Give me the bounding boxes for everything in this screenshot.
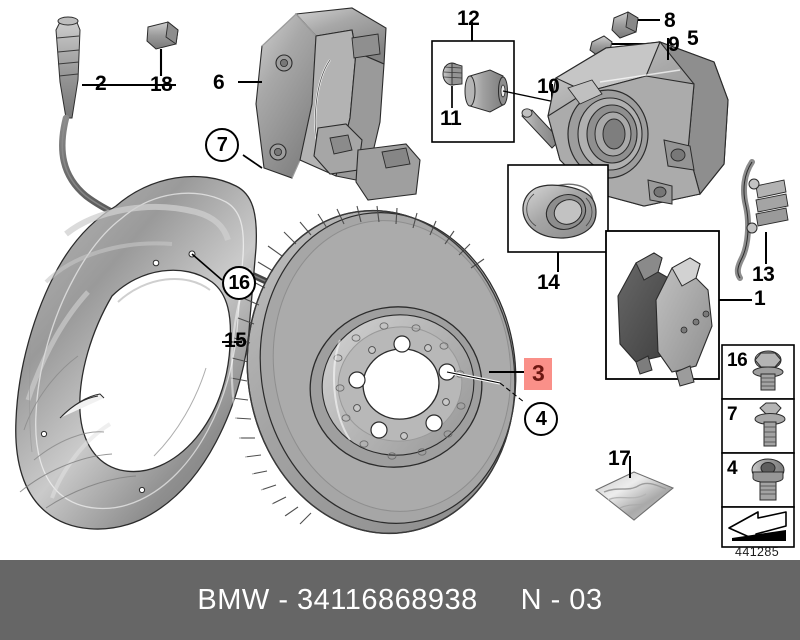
part-caliper-carrier-6 <box>238 7 421 201</box>
callout-11: 11 <box>440 107 462 130</box>
callout-4-circle: 4 <box>524 402 558 436</box>
callout-10: 10 <box>537 75 560 98</box>
callout-17: 17 <box>608 447 631 470</box>
hardware-bolt-16 <box>752 350 784 391</box>
hardware-row-number-4: 4 <box>727 458 738 479</box>
hardware-row-number-16: 16 <box>727 350 748 371</box>
callout-18: 18 <box>150 73 173 96</box>
part-guide-bolt-cap-11 <box>442 62 463 108</box>
callout-8: 8 <box>664 9 676 32</box>
callout-14: 14 <box>537 271 560 294</box>
hardware-bolt-7 <box>754 402 786 447</box>
part-brake-pad-outer <box>655 257 713 387</box>
callout-6: 6 <box>213 71 225 94</box>
part-seal-kit-box-14 <box>507 164 609 272</box>
hardware-bolt-4 <box>751 458 785 501</box>
part-sensor-grommet-18 <box>146 21 179 76</box>
callout-1: 1 <box>754 287 766 310</box>
direction-arrow-icon <box>728 511 787 541</box>
part-dust-shield-15 <box>15 175 258 530</box>
part-retaining-spring-13 <box>734 159 789 281</box>
part-grease-sachet-17 <box>594 456 675 521</box>
disc-vane-ring <box>230 205 485 525</box>
diagram-canvas <box>15 7 795 548</box>
part-bleeder-cap-8 <box>611 11 660 39</box>
part-guide-bolt-kit-box-12 <box>431 22 561 143</box>
part-brake-pad-box-1 <box>605 230 752 387</box>
callout-7-circle: 7 <box>205 128 239 162</box>
callout-2: 2 <box>95 72 107 95</box>
part-piston-seal-ring <box>522 183 597 239</box>
disc-hub-face <box>309 306 483 468</box>
callout-12: 12 <box>457 7 480 30</box>
callout-3-highlighted: 3 <box>524 358 553 390</box>
hardware-row-number-7: 7 <box>727 404 738 425</box>
callout-13: 13 <box>752 263 775 286</box>
callout-16-circle: 16 <box>222 266 256 300</box>
hardware-table <box>721 344 795 548</box>
callout-5: 5 <box>687 27 699 50</box>
callout-15: 15 <box>224 329 247 352</box>
footer-bar: BMW - 34116868938 N - 03 <box>0 560 800 640</box>
drawing-number: 441285 <box>735 545 780 559</box>
part-guide-bolt-sleeve <box>464 69 561 113</box>
part-brake-disc-3 <box>230 205 525 536</box>
exploded-parts-illustration <box>15 7 795 548</box>
footer-part-reference: BMW - 34116868938 N - 03 <box>197 583 603 616</box>
callout-9: 9 <box>668 33 680 56</box>
